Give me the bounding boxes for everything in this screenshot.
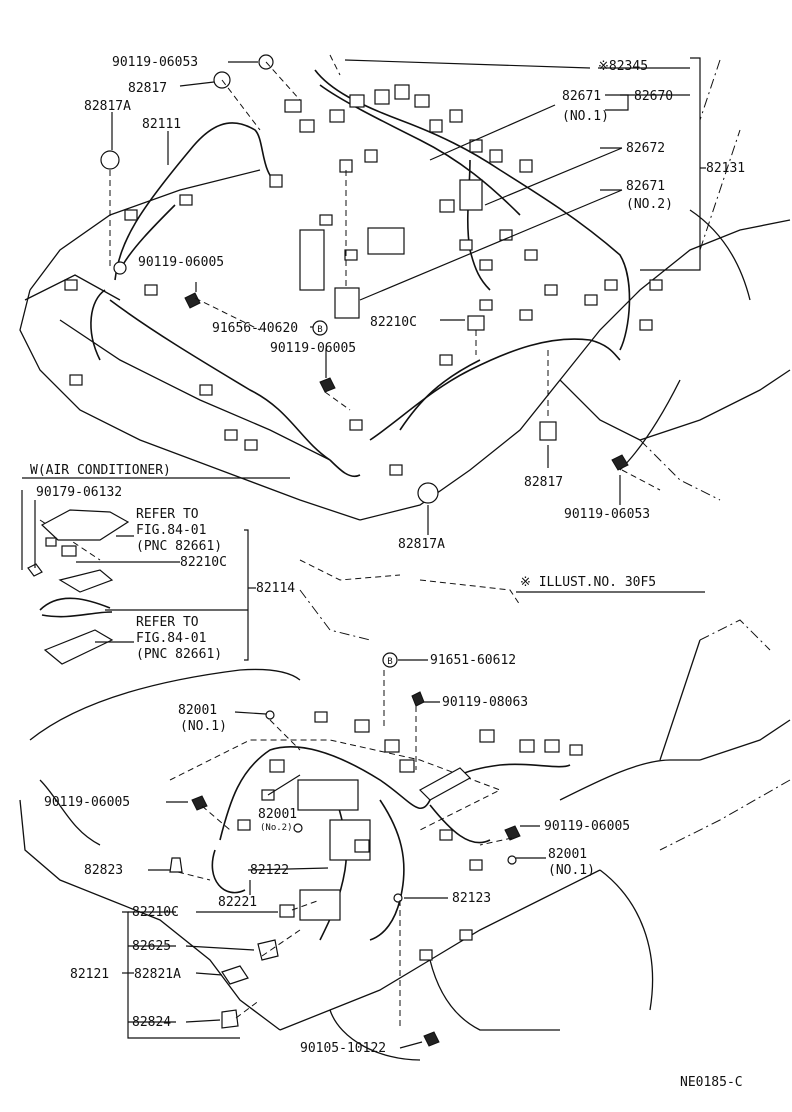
label-refer1-b: FIG.84-01: [136, 523, 206, 538]
label-82817A-mid: 82817A: [398, 537, 445, 552]
b-marker-bottom: B: [382, 652, 398, 668]
label-91656-40620: 91656-40620: [212, 321, 298, 336]
label-90119-06053-mid: 90119-06053: [564, 507, 650, 522]
label-82123: 82123: [452, 891, 491, 906]
label-82817A-top: 82817A: [84, 99, 131, 114]
label-82122: 82122: [250, 863, 289, 878]
label-82345: ※82345: [598, 59, 648, 74]
label-82670: 82670: [634, 89, 673, 104]
label-82671-no2: 82671: [626, 179, 665, 194]
label-82210C-mid: 82210C: [180, 555, 227, 570]
label-90119-06005-d: 90119-06005: [544, 819, 630, 834]
label-refer2-c: (PNC 82661): [136, 647, 222, 662]
label-82001-no1-a: 82001: [178, 703, 217, 718]
label-illust-no: ※ ILLUST.NO. 30F5: [520, 575, 656, 590]
label-82823: 82823: [84, 863, 123, 878]
label-82131: 82131: [706, 161, 745, 176]
lower-leader-lines: [122, 659, 546, 1049]
label-w-air-conditioner: W(AIR CONDITIONER): [30, 463, 171, 478]
label-90105-10122: 90105-10122: [300, 1041, 386, 1056]
label-90119-08063: 90119-08063: [442, 695, 528, 710]
engine-room-harness: [64, 54, 663, 504]
label-82121: 82121: [70, 967, 109, 982]
label-82210C-bot: 82210C: [132, 905, 179, 920]
lower-locator-lines: [177, 670, 513, 1030]
label-82821A: 82821A: [134, 967, 181, 982]
label-82671-no1-sub: (NO.1): [562, 109, 609, 124]
label-82001-no1-b-sub: (NO.1): [548, 863, 595, 878]
label-82114: 82114: [256, 581, 295, 596]
label-82824: 82824: [132, 1015, 171, 1030]
label-refer2-b: FIG.84-01: [136, 631, 206, 646]
upper-body-outline: [19, 59, 791, 581]
label-82001-no1-b: 82001: [548, 847, 587, 862]
label-82671-no2-sub: (NO.2): [626, 197, 673, 212]
label-refer2-a: REFER TO: [136, 615, 199, 630]
label-82817-mid: 82817: [524, 475, 563, 490]
label-82210C-top: 82210C: [370, 315, 417, 330]
label-90119-06053-top: 90119-06053: [112, 55, 198, 70]
lower-harness: [169, 691, 583, 1047]
upper-locator-lines: [109, 54, 661, 520]
label-82001-no1-a-sub: (NO.1): [180, 719, 227, 734]
label-82221: 82221: [218, 895, 257, 910]
label-figure-code: NE0185-C: [680, 1075, 743, 1090]
label-82671-no1: 82671: [562, 89, 601, 104]
b-marker-top-text: B: [317, 325, 322, 335]
label-82672: 82672: [626, 141, 665, 156]
b-marker-bottom-text: B: [387, 657, 392, 667]
air-conditioner-group: [21, 477, 521, 665]
label-82111: 82111: [142, 117, 181, 132]
label-refer1-a: REFER TO: [136, 507, 199, 522]
label-82817-top: 82817: [128, 81, 167, 96]
b-marker-top: B: [312, 320, 328, 336]
label-90179-06132: 90179-06132: [36, 485, 122, 500]
label-82001-no2: 82001: [258, 807, 297, 822]
part-labels: 90119-06053 82817 82817A 82111 ※82345 82…: [30, 55, 745, 1090]
label-91651-60612: 91651-60612: [430, 653, 516, 668]
label-refer1-c: (PNC 82661): [136, 539, 222, 554]
label-82625: 82625: [132, 939, 171, 954]
upper-leader-lines: [111, 57, 706, 535]
label-90119-06005-a: 90119-06005: [138, 255, 224, 270]
label-90119-06005-c: 90119-06005: [44, 795, 130, 810]
label-90119-06005-b: 90119-06005: [270, 341, 356, 356]
label-82001-no2-sub: (No.2): [260, 823, 293, 833]
